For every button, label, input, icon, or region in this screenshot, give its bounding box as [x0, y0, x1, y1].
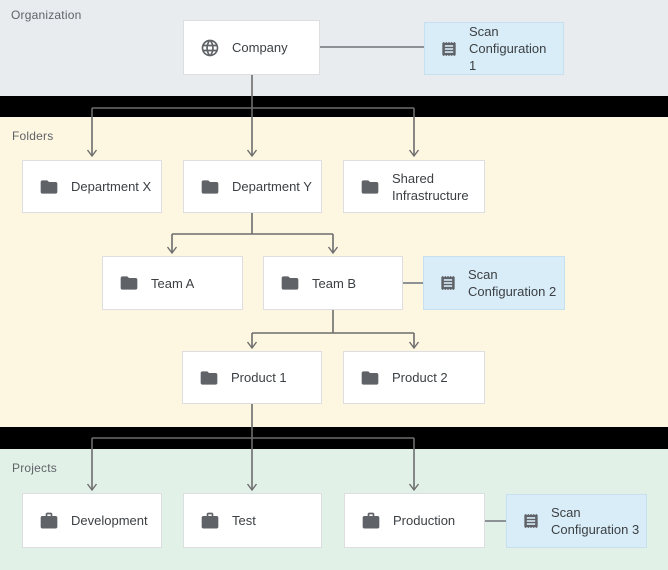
node-label: Team B — [312, 275, 357, 291]
node-label: Company — [232, 40, 288, 55]
node-scan-configuration-2: Scan Configuration 2 — [423, 256, 565, 310]
folder-icon — [199, 368, 219, 388]
node-label: Department X — [71, 179, 152, 194]
node-production: Production — [344, 493, 485, 548]
node-label: Development — [71, 513, 148, 528]
node-development: Development — [22, 493, 162, 548]
projects-section-label: Projects — [12, 461, 57, 475]
folder-icon — [119, 273, 139, 293]
node-label: Product 2 — [392, 370, 448, 385]
node-test: Test — [183, 493, 322, 548]
node-label: Shared Infrastructure — [392, 170, 469, 203]
node-team-b: Team B — [263, 256, 403, 310]
node-product-1: Product 1 — [182, 351, 322, 404]
scan-config-icon — [438, 273, 458, 293]
node-label: Department Y — [232, 179, 312, 194]
organization-section-label: Organization — [11, 8, 82, 22]
node-scan-configuration-1: Scan Configuration 1 — [424, 22, 564, 75]
folder-icon — [200, 177, 220, 197]
node-department-x: Department X — [22, 160, 162, 213]
node-product-2: Product 2 — [343, 351, 485, 404]
node-team-a: Team A — [102, 256, 243, 310]
separator-band — [0, 96, 668, 117]
separator-band — [0, 427, 668, 449]
node-company: Company — [183, 20, 320, 75]
node-department-y: Department Y — [183, 160, 322, 213]
folder-icon — [39, 177, 59, 197]
node-label: Product 1 — [231, 370, 287, 385]
briefcase-icon — [39, 511, 59, 531]
folder-icon — [280, 273, 300, 293]
scan-config-icon — [439, 39, 459, 59]
organization-section — [0, 0, 668, 96]
briefcase-icon — [200, 511, 220, 531]
folder-icon — [360, 177, 380, 197]
node-label: Test — [232, 513, 256, 528]
node-shared-infrastructure: Shared Infrastructure — [343, 160, 485, 213]
folder-icon — [360, 368, 380, 388]
node-label: Team A — [151, 275, 195, 291]
node-label: Scan Configuration 1 — [469, 24, 547, 73]
node-label: Production — [393, 513, 456, 528]
node-scan-configuration-3: Scan Configuration 3 — [506, 494, 647, 548]
scan-config-icon — [521, 511, 541, 531]
globe-icon — [200, 38, 220, 58]
folders-section-label: Folders — [12, 129, 54, 143]
briefcase-icon — [361, 511, 381, 531]
node-label: Scan Configuration 3 — [551, 505, 640, 537]
node-label: Scan Configuration 2 — [468, 267, 557, 299]
